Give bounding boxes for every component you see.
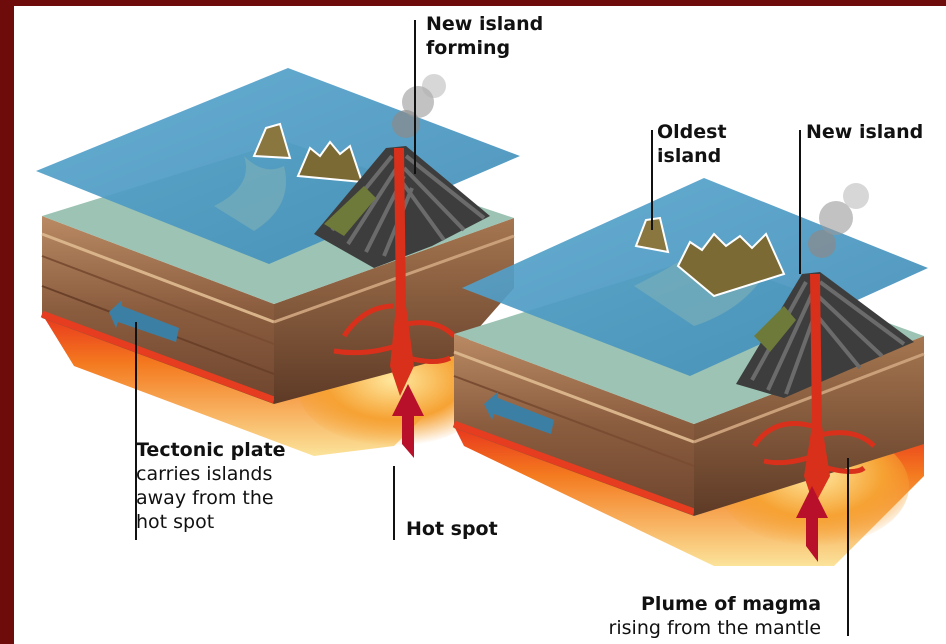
label-new-island: New island [806,120,923,144]
label-tectonic-plate-line1: carries islands [136,462,286,486]
label-oldest-island-line2: island [657,144,727,168]
label-plume-title: Plume of magma [584,592,821,616]
diagram-panel: New island forming Oldest island New isl… [14,6,946,644]
label-tectonic-plate-title: Tectonic plate [136,438,286,462]
label-tectonic-plate-line3: hot spot [136,510,286,534]
label-new-island-forming: New island forming [426,12,543,60]
label-plume: Plume of magma rising from the mantle [584,592,821,640]
label-hot-spot: Hot spot [406,517,498,541]
label-tectonic-plate: Tectonic plate carries islands away from… [136,438,286,534]
label-oldest-island-line1: Oldest [657,120,727,144]
label-oldest-island: Oldest island [657,120,727,168]
label-new-island-forming-line1: New island [426,12,543,36]
hotspot-diagram [14,6,946,644]
label-new-island-forming-line2: forming [426,36,543,60]
right-crust-block [454,178,928,566]
left-crust-block [36,68,520,458]
label-tectonic-plate-line2: away from the [136,486,286,510]
label-plume-line: rising from the mantle [584,616,821,640]
